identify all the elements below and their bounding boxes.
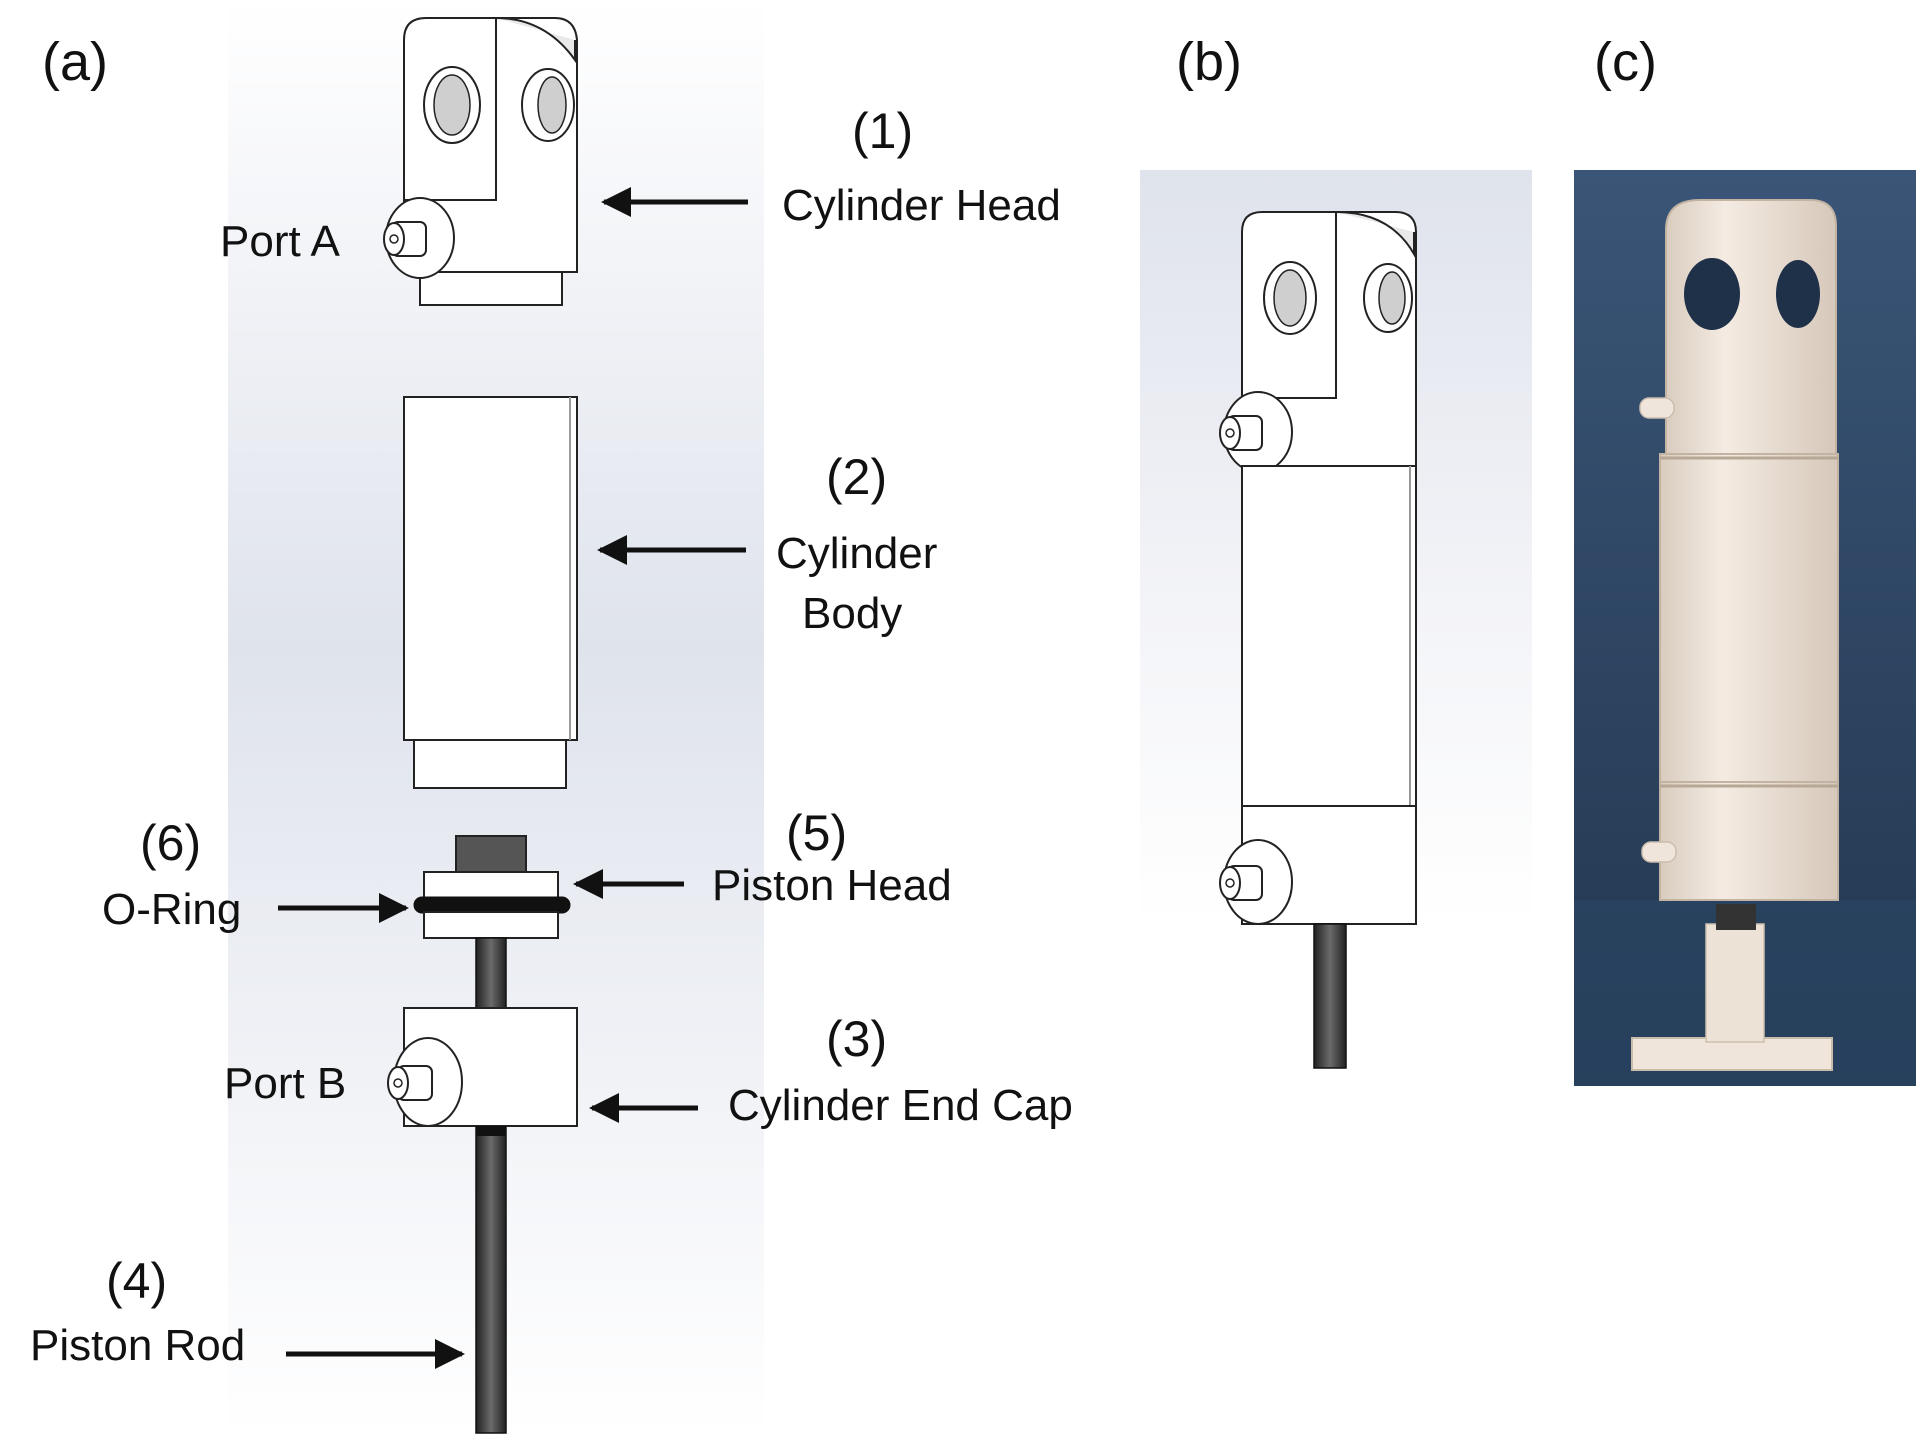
part-2-label-line1: Cylinder (776, 529, 937, 578)
part-5-number: (5) (786, 805, 847, 861)
panel-b-letter: (b) (1176, 32, 1242, 92)
part-6-number: (6) (140, 815, 201, 871)
cylinder-head-part (383, 17, 578, 306)
part-6-label: O-Ring (102, 885, 241, 934)
panel-c: (c) (1574, 32, 1916, 1086)
part-2-number: (2) (826, 449, 887, 505)
part-2-label-line2: Body (802, 589, 902, 638)
piston-head-part (413, 835, 571, 939)
panel-a-letter: (a) (42, 32, 108, 92)
port-b-label: Port B (224, 1059, 346, 1108)
part-1-label: Cylinder Head (782, 181, 1061, 230)
part-4-label: Piston Rod (30, 1321, 245, 1370)
cylinder-end-cap-part (387, 1007, 578, 1136)
panel-b: (b) (1140, 32, 1532, 1069)
assembled-cylinder-model (1219, 211, 1417, 1069)
part-3-number: (3) (826, 1011, 887, 1067)
cylinder-body-part (403, 396, 578, 789)
port-a-label: Port A (220, 217, 340, 266)
part-5-label: Piston Head (712, 861, 952, 910)
clevis-hole-icon (1776, 260, 1820, 328)
part-4-number: (4) (106, 1253, 167, 1309)
printed-cylinder-photo (1631, 199, 1839, 1071)
panel-a: (a) (30, 0, 1073, 1437)
part-1-number: (1) (852, 103, 913, 159)
panel-c-letter: (c) (1594, 32, 1657, 92)
clevis-hole-icon (1684, 258, 1740, 330)
part-3-label: Cylinder End Cap (728, 1081, 1073, 1130)
o-ring-icon (413, 896, 571, 914)
